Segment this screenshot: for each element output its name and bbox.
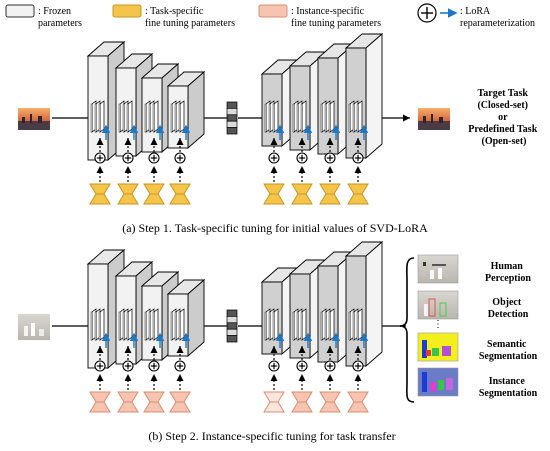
- frozen-swatch: [5, 4, 35, 18]
- step2-decoder-adapter-2: [291, 391, 313, 413]
- step2-bottleneck: [226, 309, 238, 343]
- step1-bottleneck: [226, 101, 238, 135]
- step2-encoder-lora-slab-3: [144, 308, 159, 341]
- step1-decoder: [260, 33, 384, 205]
- step2-encoder-plus-icon-1: [94, 360, 106, 372]
- output-thumb-semantic-segmentation: [417, 332, 459, 362]
- step2-encoder-lora-slab-2: [118, 308, 133, 341]
- step1-decoder-plus-icon-1: [268, 152, 280, 164]
- output-label-semantic-segmentation: Semantic Segmentation: [479, 339, 538, 362]
- step2-encoder-lora-slab-1: [90, 308, 105, 341]
- legend-frozen-label: : Frozen parameters: [38, 6, 82, 29]
- instance-specific-swatch: [258, 4, 288, 18]
- step1-encoder-plus-icon-1: [94, 152, 106, 164]
- step1-caption: (a) Step 1. Task-specific tuning for ini…: [122, 221, 428, 235]
- step1-encoder-lora-slab-3: [144, 100, 159, 133]
- step1-encoder-lora-slab-1: [90, 100, 105, 133]
- step1-panel: Target Task (Closed-set) or Predefined T…: [18, 33, 540, 235]
- step2-encoder-adapter-3: [143, 391, 165, 413]
- step2-decoder-adapter-3: [319, 391, 341, 413]
- step2-encoder-plus-icon-3: [148, 360, 160, 372]
- step1-output-image: [418, 108, 450, 130]
- output-label-instance-segmentation: Instance Segmentation: [479, 376, 538, 399]
- step2-brace: [399, 257, 415, 403]
- step2-encoder-adapter-1: [89, 391, 111, 413]
- step2-encoder-adapter-2: [117, 391, 139, 413]
- output-thumb-human-perception: [417, 254, 459, 284]
- step2-decoder: [260, 241, 384, 413]
- step1-encoder-adapter-2: [117, 183, 139, 205]
- legend-lora-label: : LoRA reparameterization: [460, 6, 535, 29]
- output-label-object-detection: Object Detection: [488, 297, 529, 320]
- step1-decoder-lora-slab-2: [292, 100, 307, 133]
- step1-encoder-adapter-4: [169, 183, 191, 205]
- step2-panel: ⋮ Human Perception Object Detection Sema…: [18, 241, 538, 443]
- step2-bottleneck-stack: [226, 309, 238, 343]
- step2-encoder: [86, 249, 206, 413]
- step1-decoder-adapter-4: [347, 183, 369, 205]
- step1-encoder-plus-icon-2: [122, 152, 134, 164]
- step2-decoder-plus-icon-2: [296, 360, 308, 372]
- step2-decoder-plus-icon-3: [324, 360, 336, 372]
- step1-decoder-plus-icon-2: [296, 152, 308, 164]
- task-specific-swatch: [112, 4, 142, 18]
- step1-decoder-adapter-2: [291, 183, 313, 205]
- step2-decoder-plus-icon-1: [268, 360, 280, 372]
- legend-instance-specific-label: : Instance-specific fine tuning paramete…: [291, 6, 381, 29]
- output-thumb-instance-segmentation: [417, 367, 459, 397]
- step1-encoder-adapter-1: [89, 183, 111, 205]
- lora-plus-icon: [417, 3, 437, 23]
- step2-encoder-plus-icon-4: [174, 360, 186, 372]
- step2-decoder-lora-slab-4: [348, 308, 363, 341]
- step1-encoder-plus-icon-3: [148, 152, 160, 164]
- step2-decoder-adapter-4: [347, 391, 369, 413]
- step1-encoder-lora-slab-2: [118, 100, 133, 133]
- step1-decoder-lora-slab-3: [320, 100, 335, 133]
- output-thumb-object-detection: [417, 290, 459, 320]
- step1-decoder-adapter-1: [263, 183, 285, 205]
- step2-encoder-plus-icon-2: [122, 360, 134, 372]
- step2-encoder-adapter-4: [169, 391, 191, 413]
- step1-encoder-adapter-3: [143, 183, 165, 205]
- output-ellipsis: ⋮: [433, 319, 443, 330]
- step1-encoder: [86, 41, 206, 205]
- output-label-human-perception: Human Perception: [485, 261, 531, 284]
- step1-decoder-plus-icon-4: [352, 152, 364, 164]
- step1-input-image: [18, 108, 50, 130]
- step1-encoder-lora-slab-4: [170, 100, 185, 133]
- step1-decoder-lora-slab-4: [348, 100, 363, 133]
- legend: : Frozen parameters : Task-specific fine…: [5, 3, 535, 29]
- step2-decoder-lora-slab-3: [320, 308, 335, 341]
- step2-input-image: [18, 314, 50, 340]
- step1-output-label: Target Task (Closed-set) or Predefined T…: [468, 88, 540, 147]
- step1-encoder-plus-icon-4: [174, 152, 186, 164]
- step2-decoder-lora-slab-1: [264, 308, 279, 341]
- step2-decoder-plus-icon-4: [352, 360, 364, 372]
- step1-decoder-lora-slab-1: [264, 100, 279, 133]
- step2-encoder-lora-slab-4: [170, 308, 185, 341]
- step1-decoder-adapter-3: [319, 183, 341, 205]
- step2-decoder-lora-slab-2: [292, 308, 307, 341]
- step2-caption: (b) Step 2. Instance-specific tuning for…: [148, 429, 395, 443]
- step2-decoder-adapter-1: [263, 391, 285, 413]
- legend-task-specific-label: : Task-specific fine tuning parameters: [145, 6, 235, 29]
- step1-decoder-plus-icon-3: [324, 152, 336, 164]
- step1-bottleneck-stack: [226, 101, 238, 135]
